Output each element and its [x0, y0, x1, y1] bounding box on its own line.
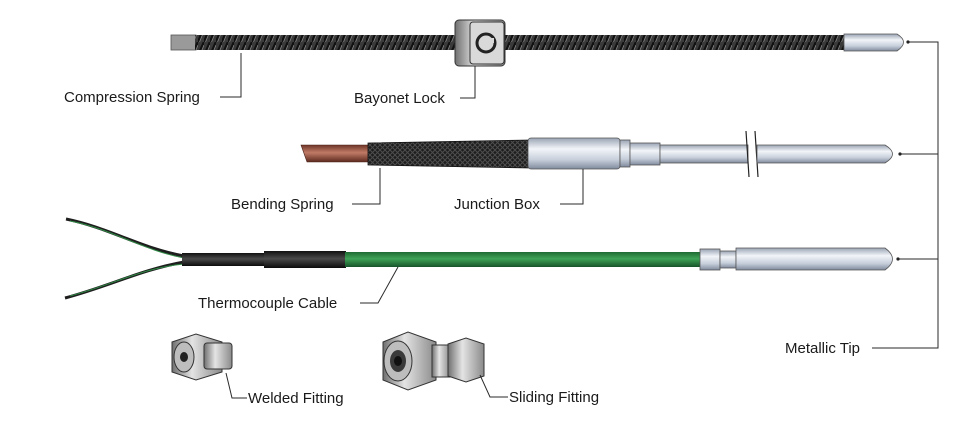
leader-sliding-fitting	[479, 374, 508, 398]
compression-spring-assembly	[170, 19, 904, 67]
compression-spring-right	[503, 35, 845, 50]
label-compression-spring: Compression Spring	[64, 89, 200, 106]
label-sliding-fitting: Sliding Fitting	[509, 389, 599, 406]
junction-collar	[619, 139, 631, 168]
leader-lines	[220, 40, 939, 399]
cable-ferrule	[699, 248, 721, 271]
cable-ferrule-step	[719, 250, 737, 269]
spring-end-cap	[170, 34, 197, 51]
junction-box	[527, 137, 621, 170]
leader-compression-spring	[220, 53, 242, 98]
leader-bending-spring	[352, 168, 381, 205]
leader-metallic-tip	[872, 41, 939, 349]
lead-wire-upper	[65, 217, 185, 258]
leader-thermocouple-cable	[360, 266, 399, 304]
sliding-fitting	[382, 331, 485, 391]
bayonet-lock	[454, 19, 506, 67]
copper-lead	[300, 144, 373, 163]
compression-spring	[195, 35, 457, 50]
label-junction-box: Junction Box	[454, 196, 540, 213]
black-sleeve	[182, 253, 266, 266]
label-welded-fitting: Welded Fitting	[248, 390, 344, 407]
leader-bayonet-lock	[460, 66, 476, 99]
thermocouple-cable	[345, 252, 701, 267]
bending-spring	[367, 139, 531, 169]
welded-fitting	[171, 333, 233, 381]
bending-spring-assembly	[300, 130, 893, 178]
thermocouple-cable-assembly	[64, 217, 893, 300]
label-bending-spring: Bending Spring	[231, 196, 334, 213]
metallic-tip-top	[843, 33, 904, 52]
label-bayonet-lock: Bayonet Lock	[354, 90, 445, 107]
label-metallic-tip: Metallic Tip	[785, 340, 860, 357]
metallic-tip-bottom	[735, 247, 893, 271]
black-sleeve-thick	[264, 251, 346, 268]
leader-junction-box	[560, 169, 584, 205]
break-symbol	[745, 130, 759, 178]
leader-welded-fitting	[225, 372, 247, 399]
metallic-tip-middle	[756, 144, 893, 164]
junction-shoulder	[629, 142, 661, 166]
sheath-left	[659, 144, 749, 164]
label-thermocouple-cable: Thermocouple Cable	[198, 295, 337, 312]
